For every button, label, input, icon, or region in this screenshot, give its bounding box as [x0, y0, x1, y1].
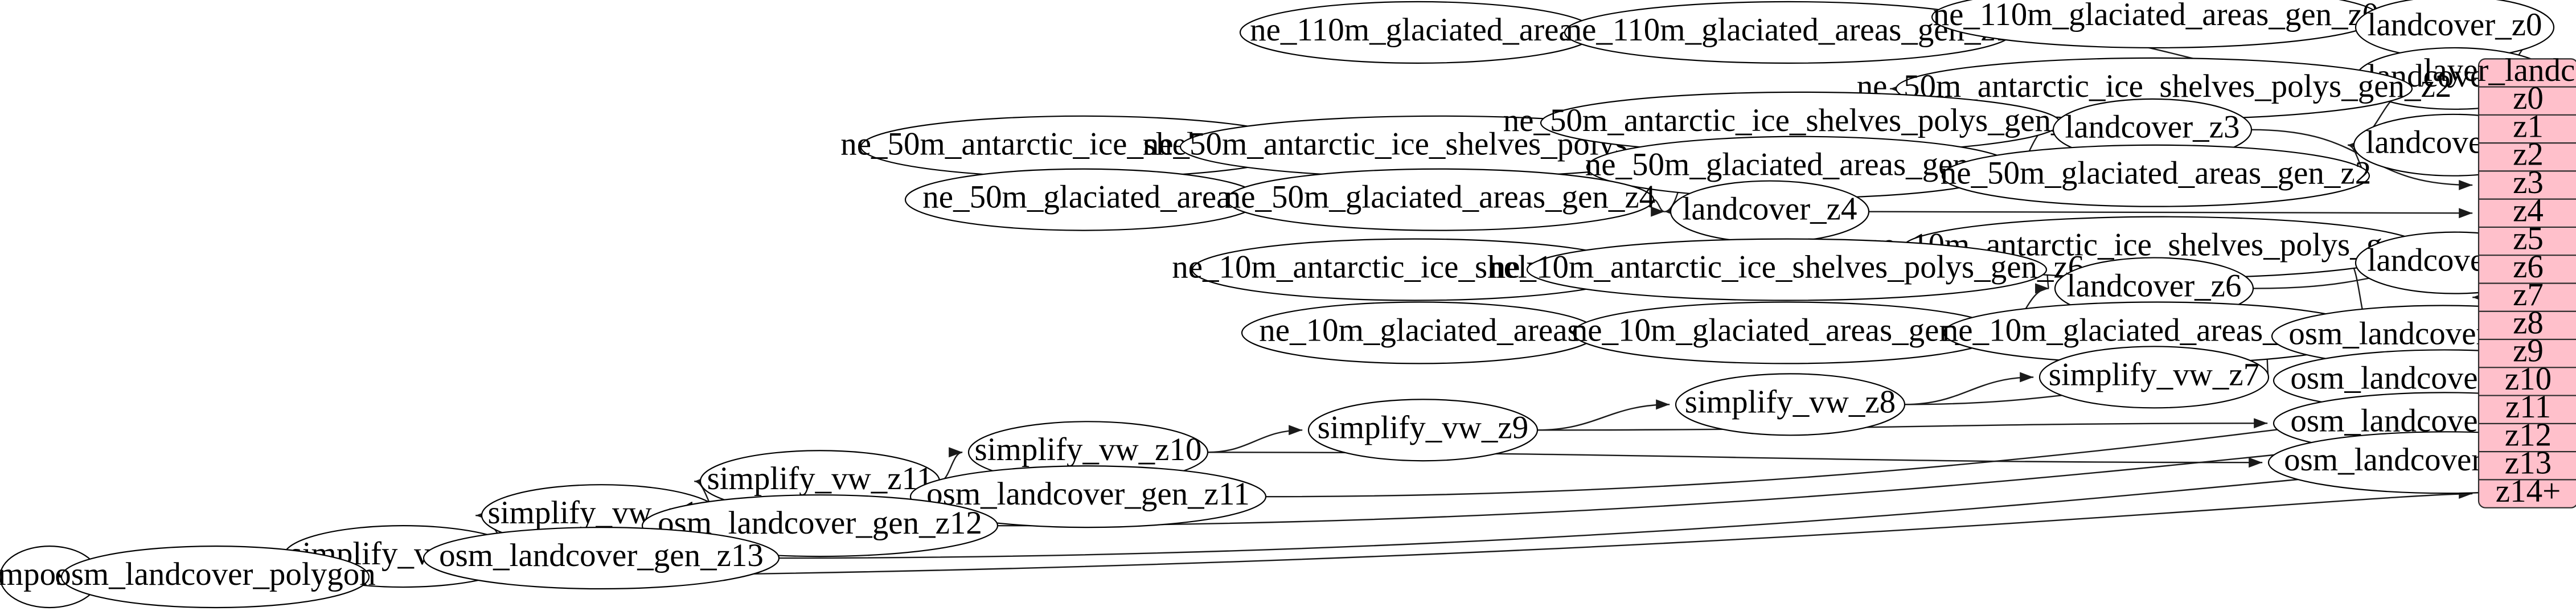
legend-row-z5[interactable]: z5	[2513, 221, 2544, 257]
legend-table: layer_landcoverz0z1z2z3z4z5z6z7z8z9z10z1…	[2423, 52, 2576, 509]
node-label: landcover_z0	[2367, 7, 2542, 43]
legend-row-z3[interactable]: z3	[2513, 165, 2544, 200]
legend-row-z13[interactable]: z13	[2505, 445, 2552, 481]
node-ellipse[interactable]	[1527, 239, 2046, 301]
node-label: ne_110m_glaciated_areas_gen_z0	[1933, 0, 2379, 32]
node-label: ne_10m_glaciated_areas_gen_z6	[1572, 312, 2002, 348]
graph-node-lc_z3[interactable]: landcover_z3	[2053, 99, 2251, 161]
legend-row-z6[interactable]: z6	[2513, 249, 2544, 285]
graph-node-n_10_ga_z6[interactable]: ne_10m_glaciated_areas_gen_z6	[1572, 302, 2002, 364]
legend-row-z8[interactable]: z8	[2513, 305, 2544, 341]
legend-row-z0[interactable]: z0	[2513, 80, 2544, 116]
legend-row-z2[interactable]: z2	[2513, 137, 2544, 173]
node-label: ne_110m_glaciated_areas	[1250, 12, 1586, 48]
graph-node-lc_z0[interactable]: landcover_z0	[2356, 0, 2554, 58]
node-ellipse[interactable]	[1308, 399, 1537, 461]
graph-node-osm_z11[interactable]: osm_landcover_gen_z11	[910, 466, 1266, 527]
graph-node-n_50_ga_z3[interactable]: ne_50m_glaciated_areas_gen_z3	[1585, 137, 2016, 198]
node-label: simplify_vw_z9	[1318, 409, 1528, 445]
node-label: ne_10m_antarctic_ice_shelves_polys_gen_z…	[1490, 249, 2085, 285]
node-label: osm_landcover_gen_z13	[439, 538, 764, 573]
edge-osm_poly-to-legend_z14	[369, 489, 2472, 577]
graph-node-sv_z8[interactable]: simplify_vw_z8	[1676, 374, 1905, 435]
node-label: simplify_vw_z7	[2049, 356, 2259, 392]
node-ellipse[interactable]	[1942, 145, 2369, 207]
edge-sv_z9-to-sv_z8	[1537, 399, 1670, 430]
graph-node-n_110_src[interactable]: ne_110m_glaciated_areas	[1240, 2, 1595, 63]
legend-header: layer_landcover	[2423, 52, 2576, 88]
legend-row-z1[interactable]: z1	[2513, 108, 2544, 144]
edge-sv_z8-to-sv_z7	[1905, 372, 2033, 404]
node-label: landcover_z4	[1682, 191, 1857, 227]
legend-row-z7[interactable]: z7	[2513, 277, 2544, 313]
edge-lc_z4-to-legend_z4	[1869, 208, 2472, 219]
node-label: simplify_vw_z8	[1685, 384, 1896, 420]
legend-row-z11[interactable]: z11	[2505, 389, 2551, 425]
node-label: osm_landcover_gen_z11	[926, 476, 1250, 512]
graph-node-osm_poly[interactable]: osm_landcover_polygon	[55, 546, 376, 608]
node-label: ne_50m_glaciated_areas	[922, 179, 1243, 215]
graph-node-n_110_z0[interactable]: ne_110m_glaciated_areas_gen_z0	[1932, 0, 2380, 48]
node-ellipse[interactable]	[1676, 374, 1905, 435]
legend-row-z10[interactable]: z10	[2505, 361, 2552, 397]
graph-node-sv_z9[interactable]: simplify_vw_z9	[1308, 399, 1537, 461]
graph-node-n_50_ga_src[interactable]: ne_50m_glaciated_areas	[905, 169, 1261, 231]
graph-node-n_110_z1[interactable]: ne_110m_glaciated_areas_gen_z1	[1565, 2, 2012, 63]
edge-sv_z9-to-osm_z9	[1537, 418, 2267, 430]
legend-row-z9[interactable]: z9	[2513, 333, 2544, 369]
node-ellipse[interactable]	[1227, 169, 1654, 231]
graph-node-n_50_ga_z4[interactable]: ne_50m_glaciated_areas_gen_z4	[1225, 169, 1655, 231]
graph-node-lc_z4[interactable]: landcover_z4	[1671, 181, 1869, 243]
graph-node-n_10_ga_z5[interactable]: ne_10m_glaciated_areas_gen_z5	[1942, 302, 2373, 364]
node-label: simplify_vw_z10	[975, 432, 1202, 468]
graph-node-n_10_ga_src[interactable]: ne_10m_glaciated_areas	[1242, 302, 1597, 364]
node-label: landcover_z6	[2066, 268, 2241, 304]
node-ellipse[interactable]	[910, 466, 1266, 527]
node-label: ne_50m_glaciated_areas_gen_z2	[1941, 155, 2371, 191]
graph-node-n_50_ais_z3[interactable]: ne_50m_antarctic_ice_shelves_polys_gen_z…	[1503, 92, 2098, 154]
node-label: simplify_vw_z11	[707, 461, 933, 497]
legend-row-z14plus[interactable]: z14+	[2496, 473, 2561, 509]
graph-node-n_10_ais_z6[interactable]: ne_10m_antarctic_ice_shelves_polys_gen_z…	[1490, 239, 2085, 301]
graph-node-osm_z13[interactable]: osm_landcover_gen_z13	[424, 527, 779, 589]
node-label: landcover_z3	[2065, 109, 2239, 145]
node-ellipse[interactable]	[424, 527, 779, 589]
graph-node-sv_z7[interactable]: simplify_vw_z7	[2040, 346, 2269, 408]
node-label: osm_landcover_polygon	[55, 556, 376, 592]
edge-sv_z10-to-sv_z9	[1208, 425, 1302, 452]
legend-row-z12[interactable]: z12	[2505, 417, 2552, 453]
node-ellipse[interactable]	[61, 546, 369, 608]
graph-node-n_10_ais_src[interactable]: ne_10m_antarctic_ice_shelves_polys	[1172, 239, 1657, 301]
legend-row-z4[interactable]: z4	[2513, 192, 2544, 228]
graph-node-n_50_ga_z2[interactable]: ne_50m_glaciated_areas_gen_z2	[1941, 145, 2371, 207]
node-label: ne_10m_glaciated_areas	[1259, 312, 1580, 348]
edge-n_50_ga_z4-to-lc_z4	[1651, 200, 1664, 217]
node-ellipse[interactable]	[2040, 346, 2269, 408]
node-label: ne_50m_antarctic_ice_shelves_polys_gen_z…	[1503, 102, 2098, 138]
node-label: ne_50m_glaciated_areas_gen_z4	[1225, 179, 1655, 215]
